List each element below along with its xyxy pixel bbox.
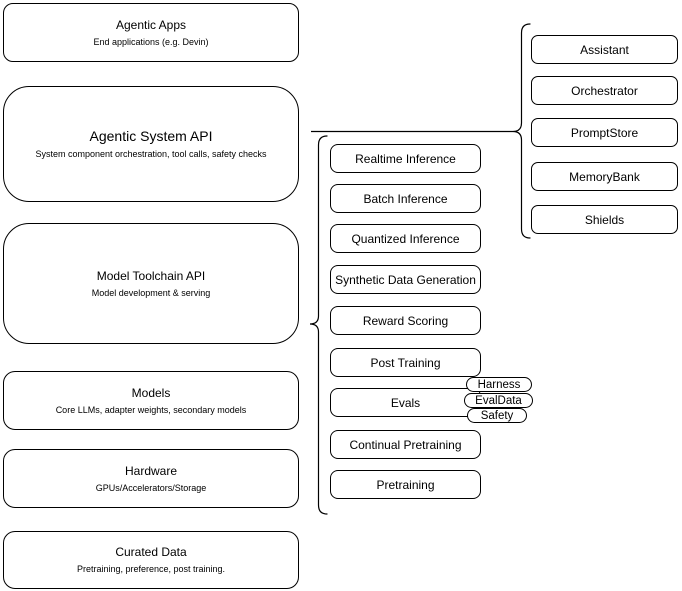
layer-agentic-system-api: Agentic System API System component orch… bbox=[3, 86, 299, 202]
system-component-orchestrator: Orchestrator bbox=[531, 76, 678, 105]
layer-title: Agentic System API bbox=[89, 128, 213, 144]
toolchain-item-pretraining: Pretraining bbox=[330, 470, 481, 499]
system-component-promptstore: PromptStore bbox=[531, 118, 678, 147]
system-component-assistant: Assistant bbox=[531, 35, 678, 64]
layer-subtitle: Core LLMs, adapter weights, secondary mo… bbox=[55, 404, 247, 415]
layer-model-toolchain-api: Model Toolchain API Model development & … bbox=[3, 223, 299, 344]
layer-title: Models bbox=[131, 385, 171, 400]
layer-subtitle: End applications (e.g. Devin) bbox=[93, 36, 209, 47]
toolchain-item-continual-pretraining: Continual Pretraining bbox=[330, 430, 481, 459]
layer-title: Hardware bbox=[124, 463, 178, 478]
system-components-brace bbox=[512, 23, 531, 239]
layer-subtitle: Model development & serving bbox=[91, 287, 211, 298]
layer-curated-data: Curated Data Pretraining, preference, po… bbox=[3, 531, 299, 589]
eval-tag-evaldata: EvalData bbox=[464, 393, 533, 408]
toolchain-brace bbox=[309, 135, 328, 515]
layer-subtitle: System component orchestration, tool cal… bbox=[35, 149, 267, 159]
toolchain-item-quantized-inference: Quantized Inference bbox=[330, 224, 481, 253]
toolchain-item-post-training: Post Training bbox=[330, 348, 481, 377]
layer-hardware: Hardware GPUs/Accelerators/Storage bbox=[3, 449, 299, 508]
eval-tag-harness: Harness bbox=[466, 377, 532, 392]
layer-title: Agentic Apps bbox=[115, 17, 187, 32]
eval-tag-safety: Safety bbox=[467, 408, 527, 423]
layer-agentic-apps: Agentic Apps End applications (e.g. Devi… bbox=[3, 3, 299, 62]
toolchain-item-realtime-inference: Realtime Inference bbox=[330, 144, 481, 173]
system-component-memorybank: MemoryBank bbox=[531, 162, 678, 191]
toolchain-item-evals: Evals bbox=[330, 388, 481, 417]
toolchain-item-reward-scoring: Reward Scoring bbox=[330, 306, 481, 335]
layer-title: Model Toolchain API bbox=[96, 268, 206, 283]
toolchain-item-batch-inference: Batch Inference bbox=[330, 184, 481, 213]
system-component-shields: Shields bbox=[531, 205, 678, 234]
layer-subtitle: GPUs/Accelerators/Storage bbox=[95, 482, 207, 493]
layer-models: Models Core LLMs, adapter weights, secon… bbox=[3, 371, 299, 430]
layer-subtitle: Pretraining, preference, post training. bbox=[76, 564, 226, 574]
layer-title: Curated Data bbox=[115, 545, 187, 559]
toolchain-item-synthetic-data-generation: Synthetic Data Generation bbox=[330, 265, 481, 294]
